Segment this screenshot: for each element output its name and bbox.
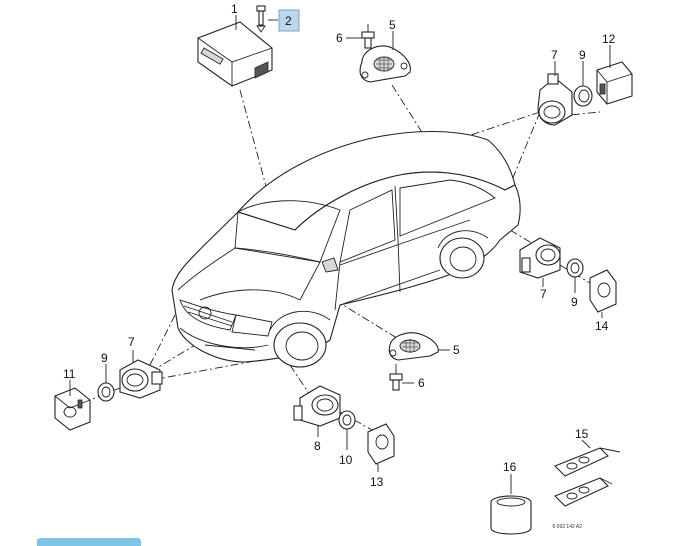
label-14: 14 [595,319,609,333]
buzzer-bottom [388,332,439,361]
sensor-top-right [537,73,573,126]
bottom-tab[interactable] [37,538,141,546]
ring-right [566,258,584,278]
tape-roll-16 [490,495,532,535]
label-16: 16 [503,460,517,474]
sensor-bottom [293,385,341,427]
rivet-top [361,24,375,49]
label-1: 1 [231,2,238,16]
car-body [171,131,521,368]
label-7-right: 7 [540,287,547,301]
label-10: 10 [339,453,353,467]
screw-2 [256,5,266,33]
callout-highlight [278,9,300,32]
holder-14 [589,269,617,313]
label-7-top: 7 [551,48,558,62]
part-labels: 1 2 5 6 7 9 12 7 9 14 5 6 7 9 11 8 10 13… [63,2,616,489]
control-unit [197,21,273,87]
stamp-text: 6 092 142 A2 [553,524,583,530]
label-13: 13 [370,475,384,489]
ring-top-right [573,85,593,107]
rivet-bottom [389,364,403,391]
label-ticks [69,15,611,494]
sensor-right [519,237,561,279]
label-8: 8 [314,439,321,453]
label-6-top: 6 [336,31,343,45]
label-6-bottom: 6 [418,376,425,390]
label-9-right: 9 [571,295,578,309]
label-2[interactable]: 2 [285,14,292,28]
label-11: 11 [63,367,76,381]
label-9-top: 9 [579,48,586,62]
ring-10 [338,410,356,430]
holder-11 [54,387,91,431]
holder-12 [596,61,633,105]
label-5-top: 5 [389,18,396,32]
label-12: 12 [602,32,616,46]
label-15: 15 [575,427,589,441]
label-9-left: 9 [101,351,108,365]
kit-15 [554,447,621,507]
label-7-left: 7 [128,335,135,349]
label-5-bottom: 5 [453,343,460,357]
holder-13 [367,423,395,465]
ring-left [97,382,115,402]
buzzer-top [359,45,411,83]
sensor-left [119,359,163,399]
